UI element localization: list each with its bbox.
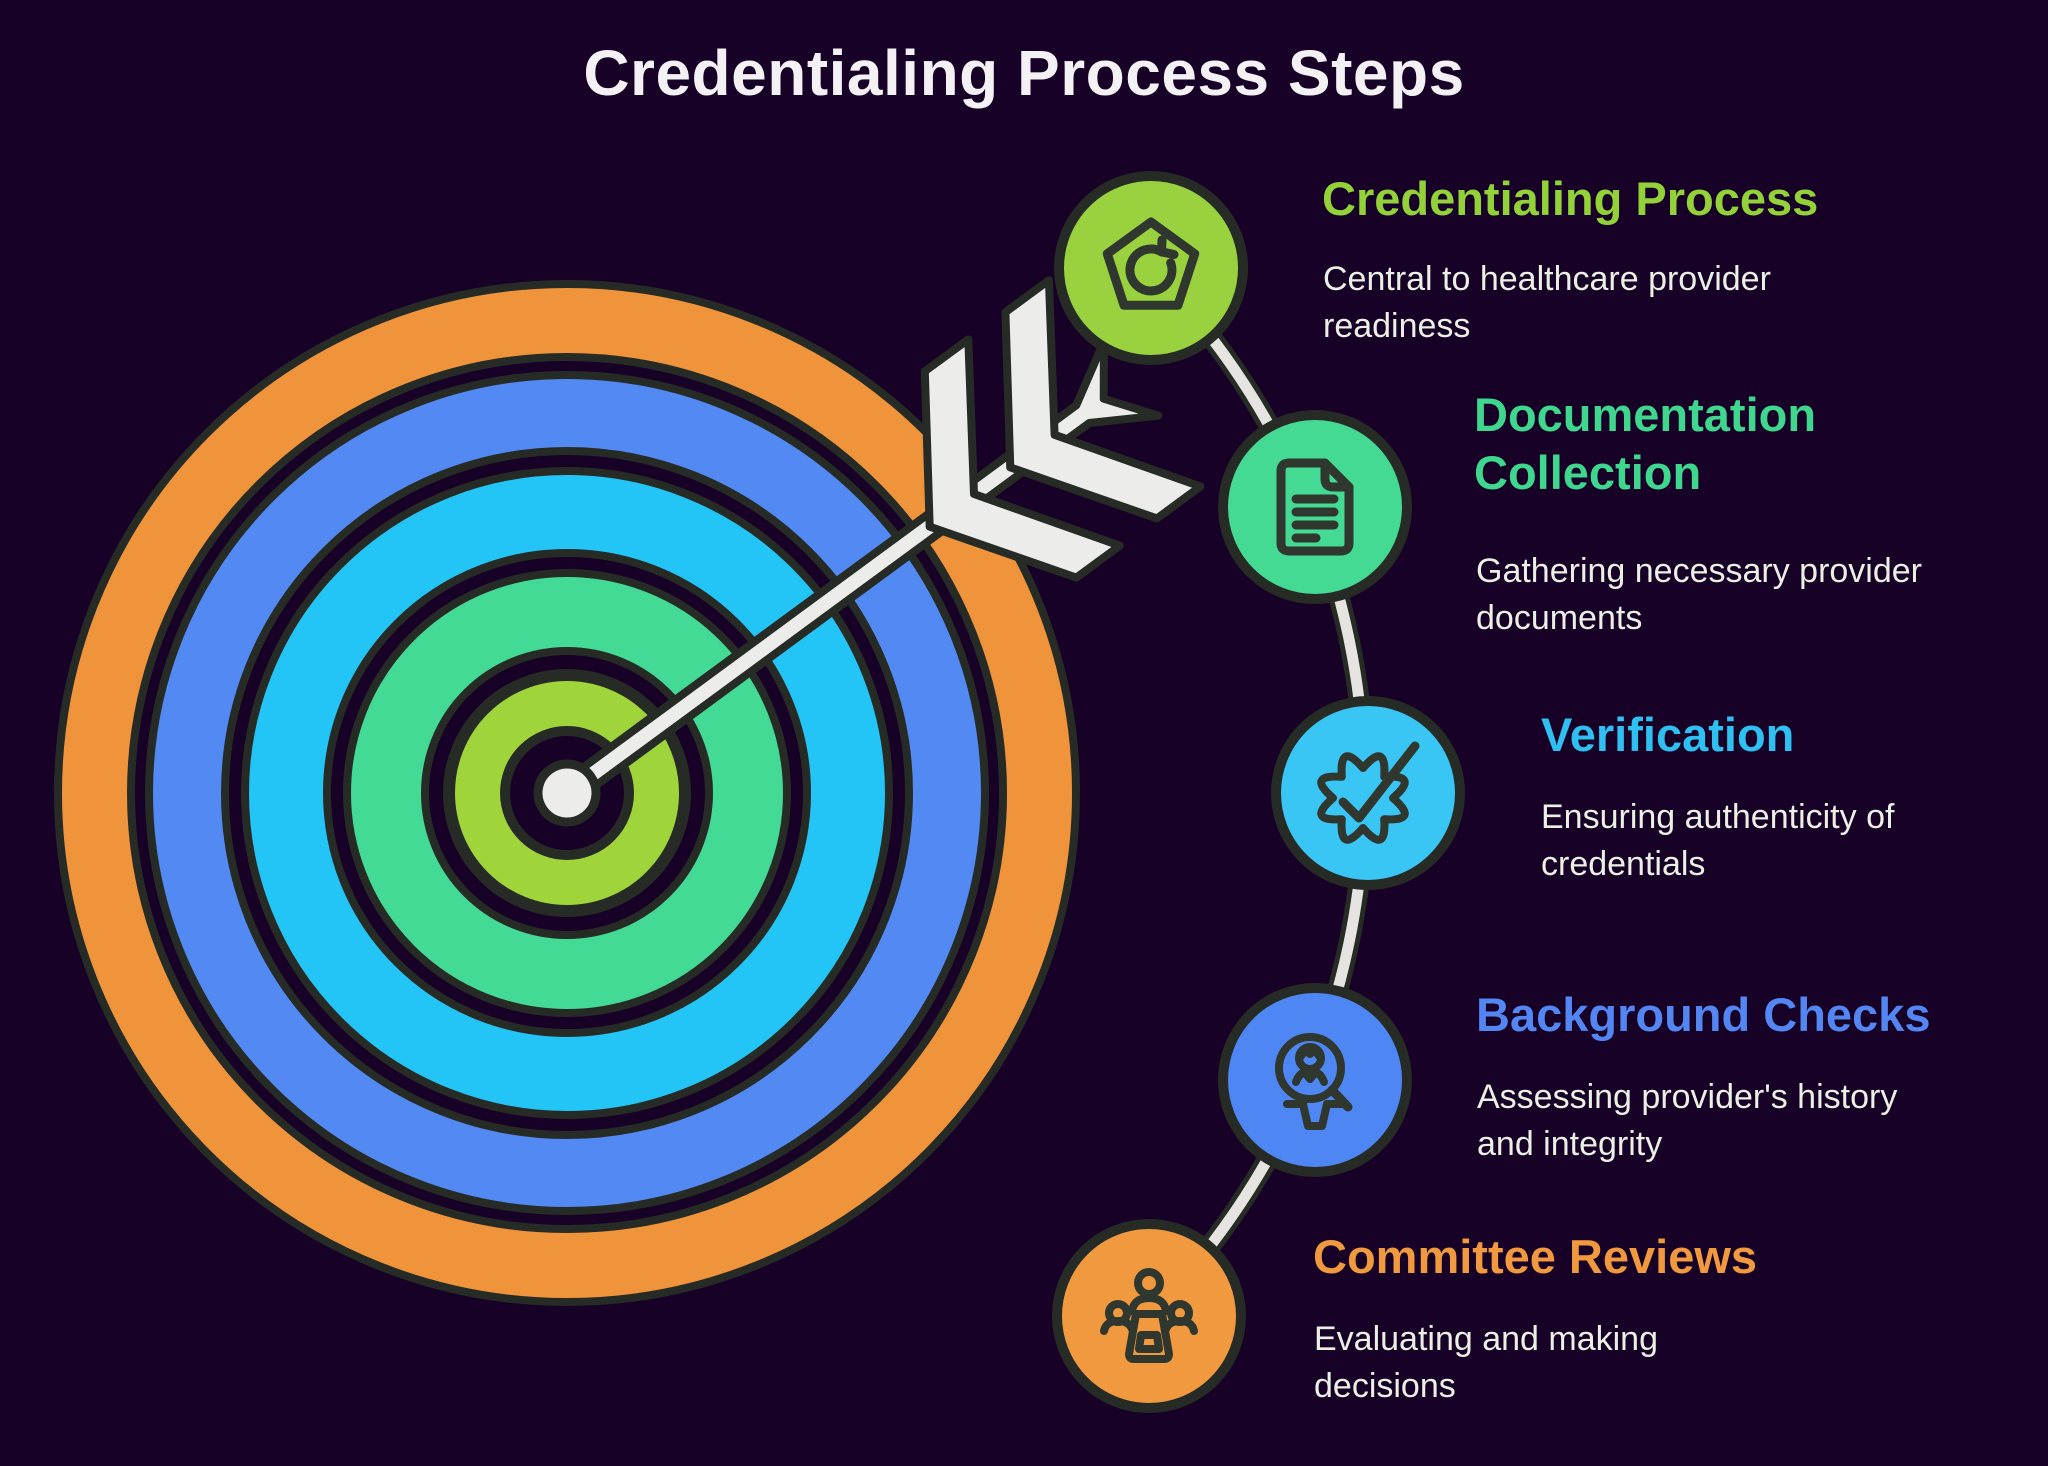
step-heading-background-checks: Background Checks	[1476, 988, 1931, 1041]
step-circle-documentation-collection	[1218, 410, 1412, 604]
person-magnifier-icon	[1275, 1033, 1353, 1130]
step-body-line: Assessing provider's history	[1477, 1078, 1898, 1116]
step3-circle	[1271, 696, 1465, 890]
step-heading-committee-reviews: Committee Reviews	[1313, 1230, 1758, 1283]
step-body-line: and integrity	[1477, 1125, 1663, 1163]
step-body-line: Central to healthcare provider	[1323, 260, 1771, 298]
seal-check-icon	[1317, 741, 1420, 844]
third-ring-cyan	[249, 475, 885, 1111]
step-body-line: decisions	[1314, 1367, 1456, 1405]
step-circle-verification	[1271, 696, 1465, 890]
arrow-fletching-front	[920, 335, 1124, 582]
step-circle-background-checks	[1218, 983, 1412, 1177]
step-heading-credentialing-process: Credentialing Process	[1322, 172, 1819, 225]
fourth-ring-green	[351, 577, 783, 1009]
step-heading-verification: Verification	[1541, 708, 1795, 761]
step-body-line: readiness	[1323, 307, 1471, 345]
step-body-credentialing-process: Central to healthcare provider readiness	[1323, 256, 1771, 350]
step-body-line: Ensuring authenticity of	[1541, 798, 1895, 836]
step-heading-line: Collection	[1474, 446, 1702, 499]
committee-icon	[1100, 1268, 1198, 1363]
refresh-pentagon-icon	[1102, 217, 1200, 310]
step-body-background-checks: Assessing provider's history and integri…	[1477, 1074, 1897, 1168]
outer-ring-orange	[62, 288, 1072, 1298]
step-body-line: documents	[1476, 599, 1643, 637]
step-body-line: credentials	[1541, 845, 1706, 883]
step2-circle	[1218, 410, 1412, 604]
page-title: Credentialing Process Steps	[583, 37, 1465, 109]
arrow-tip-dot	[533, 759, 601, 827]
second-ring-blue	[153, 379, 981, 1207]
step-body-committee-reviews: Evaluating and making decisions	[1314, 1316, 1658, 1410]
step4-circle	[1218, 983, 1412, 1177]
step-heading-line: Documentation	[1474, 388, 1817, 441]
step-heading-documentation-collection: Documentation Collection	[1474, 386, 1816, 502]
step-body-documentation-collection: Gathering necessary provider documents	[1476, 548, 1922, 642]
step1-circle	[1054, 171, 1248, 365]
step-body-line: Gathering necessary provider	[1476, 552, 1923, 590]
step-circle-committee-reviews	[1052, 1219, 1246, 1413]
document-icon	[1276, 458, 1354, 556]
step-body-verification: Ensuring authenticity of credentials	[1541, 794, 1894, 888]
step-circle-credentialing-process	[1054, 171, 1248, 365]
step-body-line: Evaluating and making	[1314, 1320, 1659, 1358]
target-arrow	[533, 276, 1205, 827]
arrow-fletching-back	[1001, 276, 1205, 523]
